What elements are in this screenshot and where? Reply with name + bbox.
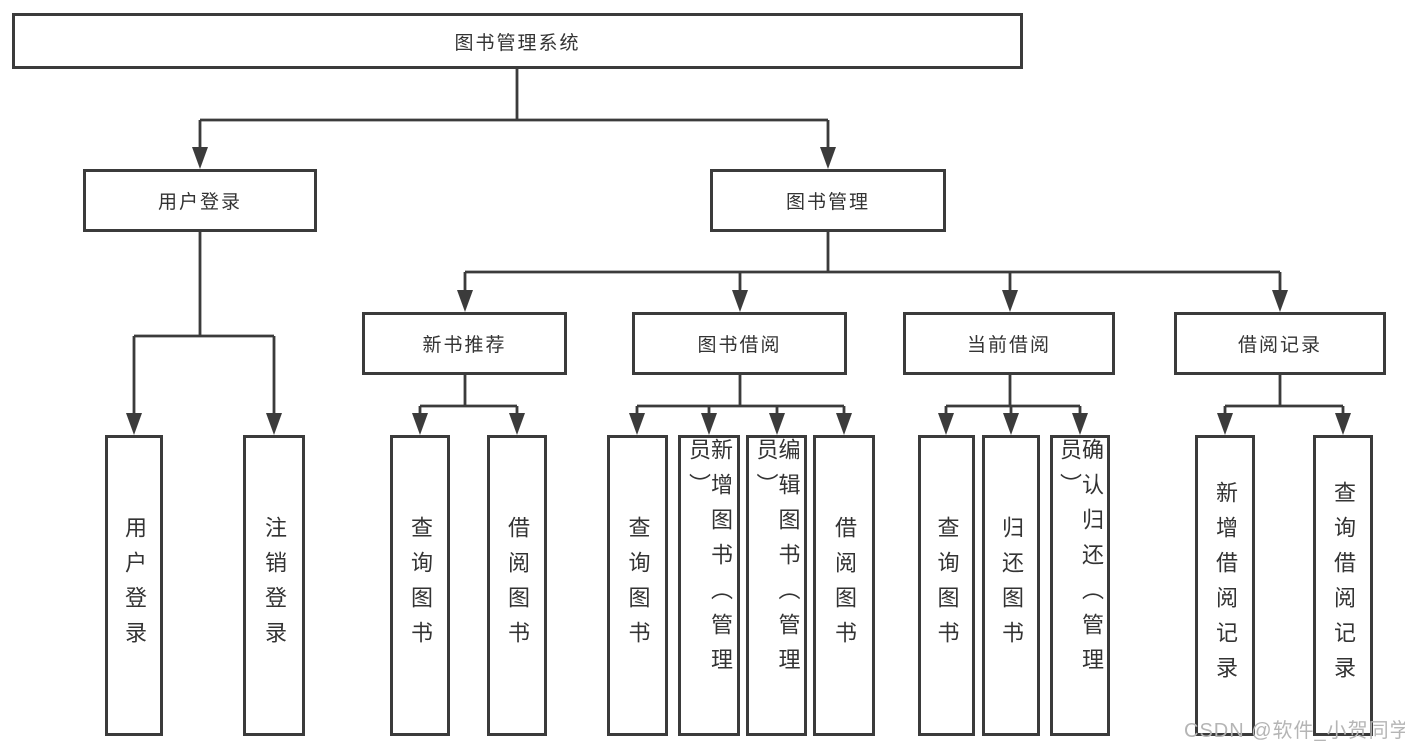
leaf-add-book-admin: 新增图书（管理员） [678, 435, 740, 736]
csdn-watermark: CSDN @软件_小贺同学 [1184, 720, 1405, 742]
node-book-management: 图书管理 [710, 169, 946, 232]
leaf-query-books-current: 查询图书 [918, 435, 975, 736]
leaf-user-login: 用户登录 [105, 435, 163, 736]
node-book-borrow: 图书借阅 [632, 312, 847, 375]
leaf-borrow-books-borrow: 借阅图书 [813, 435, 875, 736]
leaf-edit-book-admin: 编辑图书（管理员） [746, 435, 807, 736]
leaf-query-books-borrow: 查询图书 [607, 435, 668, 736]
arrowheads-level2 [192, 147, 836, 169]
arrowheads-new-book-recommend-leaves [412, 413, 525, 435]
connector-borrow-records-to-leaves [1223, 375, 1345, 414]
leaf-return-books: 归还图书 [982, 435, 1040, 736]
connector-new-book-recommend-to-leaves [418, 375, 519, 414]
arrowheads-current-borrow-leaves [938, 413, 1088, 435]
connector-book-borrow-to-leaves [635, 375, 846, 414]
leaf-query-borrow-record: 查询借阅记录 [1313, 435, 1373, 736]
node-new-book-recommend: 新书推荐 [362, 312, 567, 375]
leaf-query-books-recommend: 查询图书 [390, 435, 450, 736]
connector-book-management-to-level3 [463, 232, 1282, 291]
node-user-login: 用户登录 [83, 169, 317, 232]
arrowheads-level3 [457, 290, 1288, 312]
node-current-borrow: 当前借阅 [903, 312, 1115, 375]
connector-current-borrow-to-leaves [944, 375, 1082, 414]
arrowheads-book-borrow-leaves [629, 413, 852, 435]
leaf-logout: 注销登录 [243, 435, 305, 736]
arrowheads-user-login-leaves [126, 413, 282, 435]
connector-user-login-to-leaves [132, 232, 276, 414]
node-library-management-system: 图书管理系统 [12, 13, 1023, 69]
leaf-borrow-books-recommend: 借阅图书 [487, 435, 547, 736]
leaf-confirm-return-admin: 确认归还（管理员） [1050, 435, 1110, 736]
leaf-add-borrow-record: 新增借阅记录 [1195, 435, 1255, 736]
connector-root-to-level2 [198, 69, 830, 148]
node-borrow-records: 借阅记录 [1174, 312, 1386, 375]
arrowheads-borrow-records-leaves [1217, 413, 1351, 435]
